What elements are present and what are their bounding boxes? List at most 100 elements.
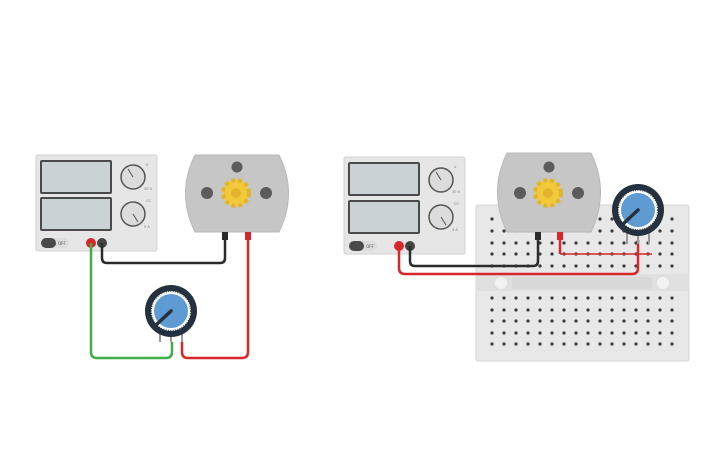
breadboard-hole[interactable] <box>574 264 578 268</box>
breadboard-hole[interactable] <box>658 296 662 300</box>
breadboard-hole[interactable] <box>646 264 650 268</box>
breadboard-hole[interactable] <box>610 264 614 268</box>
breadboard-hole[interactable] <box>598 264 602 268</box>
breadboard-hole[interactable] <box>634 331 638 335</box>
breadboard-hole[interactable] <box>670 241 674 245</box>
breadboard-hole[interactable] <box>526 319 530 323</box>
breadboard-hole[interactable] <box>598 342 602 346</box>
breadboard-hole[interactable] <box>490 217 494 221</box>
breadboard-hole[interactable] <box>526 252 530 256</box>
breadboard-hole[interactable] <box>622 308 626 312</box>
breadboard-hole[interactable] <box>574 342 578 346</box>
breadboard-hole[interactable] <box>538 264 542 268</box>
breadboard-hole[interactable] <box>670 308 674 312</box>
breadboard-hole[interactable] <box>634 342 638 346</box>
breadboard-hole[interactable] <box>670 264 674 268</box>
wire-red[interactable] <box>397 240 640 276</box>
breadboard-hole[interactable] <box>658 331 662 335</box>
breadboard-hole[interactable] <box>586 296 590 300</box>
breadboard-hole[interactable] <box>502 331 506 335</box>
breadboard-hole[interactable] <box>514 308 518 312</box>
breadboard-hole[interactable] <box>658 229 662 233</box>
breadboard-hole[interactable] <box>550 319 554 323</box>
breadboard-hole[interactable] <box>634 296 638 300</box>
breadboard-hole[interactable] <box>538 319 542 323</box>
dc-motor-right[interactable] <box>497 152 601 240</box>
motor-pin-black[interactable] <box>222 232 228 240</box>
breadboard-hole[interactable] <box>562 342 566 346</box>
breadboard-hole[interactable] <box>586 342 590 346</box>
breadboard-hole[interactable] <box>562 296 566 300</box>
breadboard-hole[interactable] <box>670 252 674 256</box>
breadboard-hole[interactable] <box>622 319 626 323</box>
breadboard-hole[interactable] <box>670 319 674 323</box>
breadboard-hole[interactable] <box>670 217 674 221</box>
breadboard-hole[interactable] <box>586 331 590 335</box>
breadboard-hole[interactable] <box>526 331 530 335</box>
breadboard-hole[interactable] <box>538 308 542 312</box>
breadboard-hole[interactable] <box>598 229 602 233</box>
breadboard-hole[interactable] <box>658 319 662 323</box>
breadboard-hole[interactable] <box>514 331 518 335</box>
breadboard-hole[interactable] <box>598 241 602 245</box>
breadboard-hole[interactable] <box>622 342 626 346</box>
breadboard-hole[interactable] <box>622 264 626 268</box>
breadboard-hole[interactable] <box>514 252 518 256</box>
breadboard-hole[interactable] <box>658 342 662 346</box>
breadboard-hole[interactable] <box>502 296 506 300</box>
breadboard-hole[interactable] <box>586 308 590 312</box>
breadboard-hole[interactable] <box>562 264 566 268</box>
breadboard-hole[interactable] <box>658 264 662 268</box>
breadboard-hole[interactable] <box>658 308 662 312</box>
breadboard-hole[interactable] <box>550 308 554 312</box>
breadboard-hole[interactable] <box>514 296 518 300</box>
breadboard-hole[interactable] <box>622 296 626 300</box>
breadboard-hole[interactable] <box>610 217 614 221</box>
dc-motor-left[interactable] <box>185 154 289 240</box>
breadboard-hole[interactable] <box>490 229 494 233</box>
breadboard-hole[interactable] <box>610 319 614 323</box>
breadboard-hole[interactable] <box>538 296 542 300</box>
breadboard-hole[interactable] <box>598 296 602 300</box>
breadboard-hole[interactable] <box>550 264 554 268</box>
breadboard-hole[interactable] <box>526 296 530 300</box>
breadboard-hole[interactable] <box>646 319 650 323</box>
breadboard-hole[interactable] <box>550 252 554 256</box>
breadboard-hole[interactable] <box>598 319 602 323</box>
breadboard-hole[interactable] <box>646 331 650 335</box>
breadboard-hole[interactable] <box>502 241 506 245</box>
breadboard-hole[interactable] <box>526 342 530 346</box>
breadboard-hole[interactable] <box>658 241 662 245</box>
breadboard-hole[interactable] <box>514 342 518 346</box>
wire-red[interactable] <box>180 240 250 360</box>
breadboard-hole[interactable] <box>538 342 542 346</box>
breadboard-hole[interactable] <box>622 241 626 245</box>
breadboard-hole[interactable] <box>574 331 578 335</box>
breadboard-hole[interactable] <box>562 308 566 312</box>
breadboard-hole[interactable] <box>598 331 602 335</box>
breadboard-hole[interactable] <box>526 241 530 245</box>
breadboard-hole[interactable] <box>574 241 578 245</box>
breadboard-hole[interactable] <box>586 241 590 245</box>
breadboard-hole[interactable] <box>610 241 614 245</box>
breadboard-hole[interactable] <box>670 331 674 335</box>
breadboard-hole[interactable] <box>670 296 674 300</box>
breadboard-hole[interactable] <box>490 252 494 256</box>
breadboard-hole[interactable] <box>670 229 674 233</box>
breadboard-hole[interactable] <box>598 308 602 312</box>
breadboard-hole[interactable] <box>550 342 554 346</box>
potentiometer-right[interactable] <box>612 184 664 244</box>
breadboard-hole[interactable] <box>502 308 506 312</box>
wire-black[interactable] <box>408 240 540 268</box>
breadboard-hole[interactable] <box>490 308 494 312</box>
breadboard-hole[interactable] <box>586 319 590 323</box>
breadboard-hole[interactable] <box>550 296 554 300</box>
breadboard-hole[interactable] <box>526 308 530 312</box>
breadboard-hole[interactable] <box>502 252 506 256</box>
motor-pin-black[interactable] <box>535 232 541 240</box>
breadboard-hole[interactable] <box>634 308 638 312</box>
breadboard-hole[interactable] <box>658 252 662 256</box>
breadboard-hole[interactable] <box>610 308 614 312</box>
motor-pin-red[interactable] <box>245 232 251 240</box>
breadboard-hole[interactable] <box>490 342 494 346</box>
